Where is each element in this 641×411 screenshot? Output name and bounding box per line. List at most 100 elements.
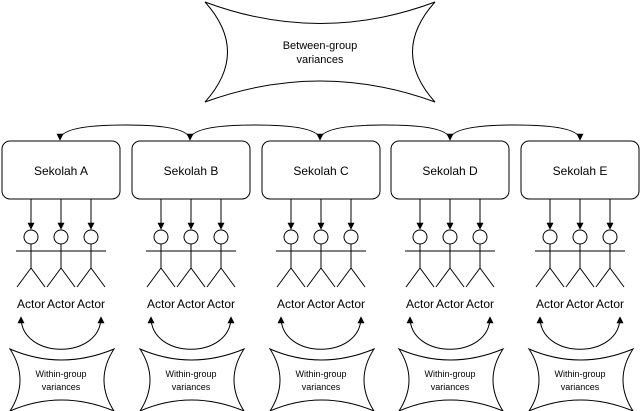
within-group-label-line1: Within-group — [295, 369, 346, 379]
actor-leg-left — [535, 267, 551, 288]
actor-figure: Actor — [465, 199, 495, 311]
actor-leg-right — [320, 267, 336, 288]
actor-head — [213, 229, 229, 245]
actor-figure: Actor — [46, 199, 76, 311]
connector-c-d — [319, 124, 454, 141]
between-group-label-line2: variances — [296, 54, 344, 66]
actor-leg-right — [30, 267, 46, 288]
actor-label: Actor — [566, 297, 594, 311]
within-group-label-line1: Within-group — [165, 369, 216, 379]
within-group-variance-shape — [397, 347, 505, 411]
actor-label: Actor — [596, 297, 624, 311]
actor-head — [53, 229, 69, 245]
actor-figure: Actor — [176, 199, 206, 311]
actor-head — [183, 229, 199, 245]
actor-head — [153, 229, 169, 245]
actor-leg-right — [90, 267, 106, 288]
actor-head — [283, 229, 299, 245]
school-label-c: Sekolah C — [293, 164, 349, 178]
actor-figure: Actor — [435, 199, 465, 311]
actor-leg-left — [146, 267, 162, 288]
actor-leg-right — [549, 267, 565, 288]
actor-leg-right — [479, 267, 495, 288]
actor-label: Actor — [406, 297, 434, 311]
between-group-variance-shape: Between-group variances — [204, 1, 436, 103]
actor-leg-left — [306, 267, 322, 288]
actor-head — [412, 229, 428, 245]
actor-figure: Actor — [405, 199, 435, 311]
actor-head — [542, 229, 558, 245]
within-group-arrow — [406, 316, 494, 350]
actor-head — [23, 229, 39, 245]
actor-leg-right — [350, 267, 366, 288]
within-group-variance-shape — [268, 347, 376, 411]
actor-figure: Actor — [565, 199, 595, 311]
actor-figure: Actor — [535, 199, 565, 311]
within-group-label-line2: variances — [172, 382, 211, 392]
actor-label: Actor — [207, 297, 235, 311]
actor-leg-left — [276, 267, 292, 288]
actor-label: Actor — [77, 297, 105, 311]
actor-head — [313, 229, 329, 245]
actor-figure: Actor — [595, 199, 625, 311]
actor-label: Actor — [436, 297, 464, 311]
actor-leg-left — [595, 267, 611, 288]
actor-leg-left — [46, 267, 62, 288]
actor-leg-left — [206, 267, 222, 288]
between-group-outline — [204, 1, 436, 103]
actor-head — [472, 229, 488, 245]
connector-d-e — [449, 124, 584, 141]
actor-figure: Actor — [306, 199, 336, 311]
actor-label: Actor — [337, 297, 365, 311]
actor-leg-right — [579, 267, 595, 288]
actor-label: Actor — [307, 297, 335, 311]
actor-label: Actor — [536, 297, 564, 311]
actor-leg-left — [565, 267, 581, 288]
actor-figure: Actor — [16, 199, 46, 311]
actor-leg-left — [76, 267, 92, 288]
actor-leg-right — [220, 267, 236, 288]
actor-leg-left — [336, 267, 352, 288]
school-label-d: Sekolah D — [422, 164, 478, 178]
within-group-label-line1: Within-group — [554, 369, 605, 379]
actor-leg-left — [16, 267, 32, 288]
actor-figure: Actor — [146, 199, 176, 311]
actor-leg-right — [609, 267, 625, 288]
within-group-label-line2: variances — [561, 382, 600, 392]
within-group-label-line1: Within-group — [35, 369, 86, 379]
actor-figure: Actor — [76, 199, 106, 311]
actor-figure: Actor — [206, 199, 236, 311]
actor-leg-left — [465, 267, 481, 288]
school-label-b: Sekolah B — [164, 164, 219, 178]
within-group-label-line2: variances — [42, 382, 81, 392]
actor-leg-right — [419, 267, 435, 288]
within-group-arrow — [536, 316, 624, 350]
actor-label: Actor — [147, 297, 175, 311]
within-group-arrow — [277, 316, 365, 350]
within-group-arrow — [17, 316, 105, 350]
actor-leg-right — [190, 267, 206, 288]
within-group-label-line2: variances — [431, 382, 470, 392]
actor-head — [572, 229, 588, 245]
actor-label: Actor — [17, 297, 45, 311]
school-label-a: Sekolah A — [34, 164, 88, 178]
connector-b-c — [189, 124, 324, 141]
within-group-label-line1: Within-group — [424, 369, 475, 379]
actor-figure: Actor — [276, 199, 306, 311]
within-group-arrow — [147, 316, 235, 350]
actor-head — [602, 229, 618, 245]
within-group-variance-shape — [8, 347, 116, 411]
actor-label: Actor — [47, 297, 75, 311]
within-group-label-line2: variances — [302, 382, 341, 392]
actor-figure: Actor — [336, 199, 366, 311]
actor-leg-left — [176, 267, 192, 288]
actor-leg-right — [290, 267, 306, 288]
within-group-variance-shape — [138, 347, 246, 411]
actor-label: Actor — [466, 297, 494, 311]
